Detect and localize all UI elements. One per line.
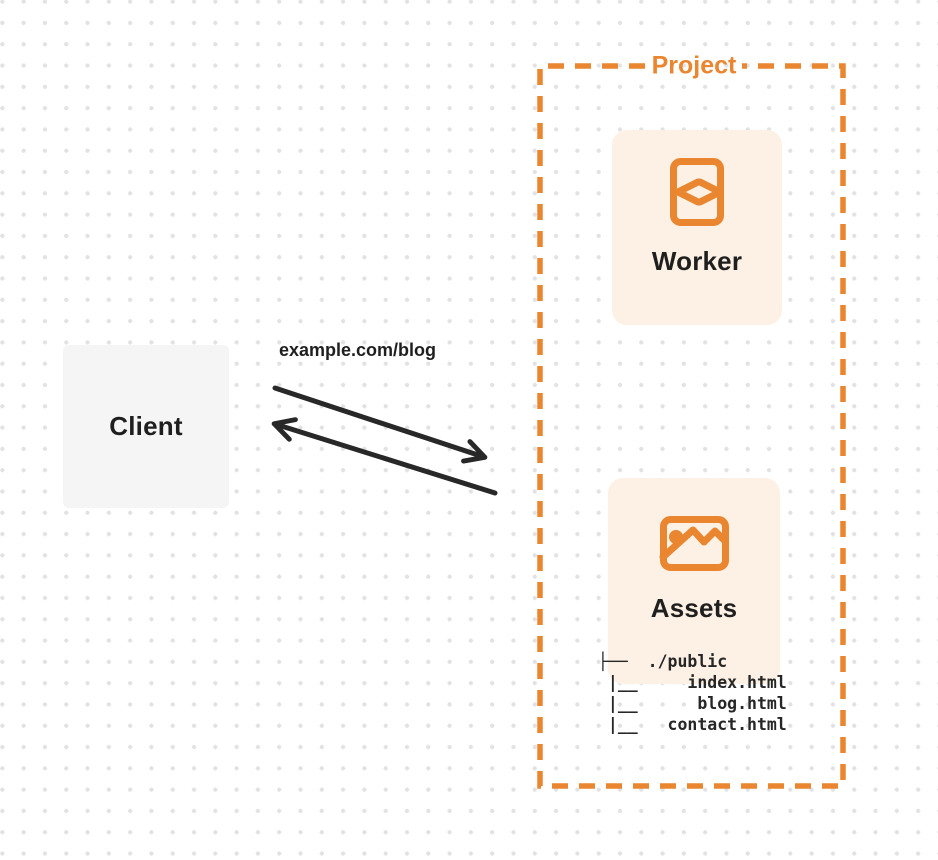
request-arrow bbox=[272, 385, 488, 464]
client-node: Client bbox=[63, 345, 229, 508]
assets-node: Assets bbox=[608, 478, 780, 684]
project-boundary-border bbox=[537, 63, 846, 789]
assets-file-tree: ├── ./public |__ index.html |__ blog.htm… bbox=[598, 652, 787, 734]
response-arrow bbox=[271, 417, 498, 496]
image-icon bbox=[659, 515, 730, 572]
project-boundary-label: Project bbox=[651, 51, 737, 80]
request-url-label: example.com/blog bbox=[279, 340, 437, 360]
worker-node: Worker bbox=[612, 130, 782, 325]
client-label: Client bbox=[109, 411, 183, 441]
code-file-icon bbox=[669, 157, 725, 227]
assets-label: Assets bbox=[650, 593, 738, 623]
worker-label: Worker bbox=[651, 246, 743, 276]
